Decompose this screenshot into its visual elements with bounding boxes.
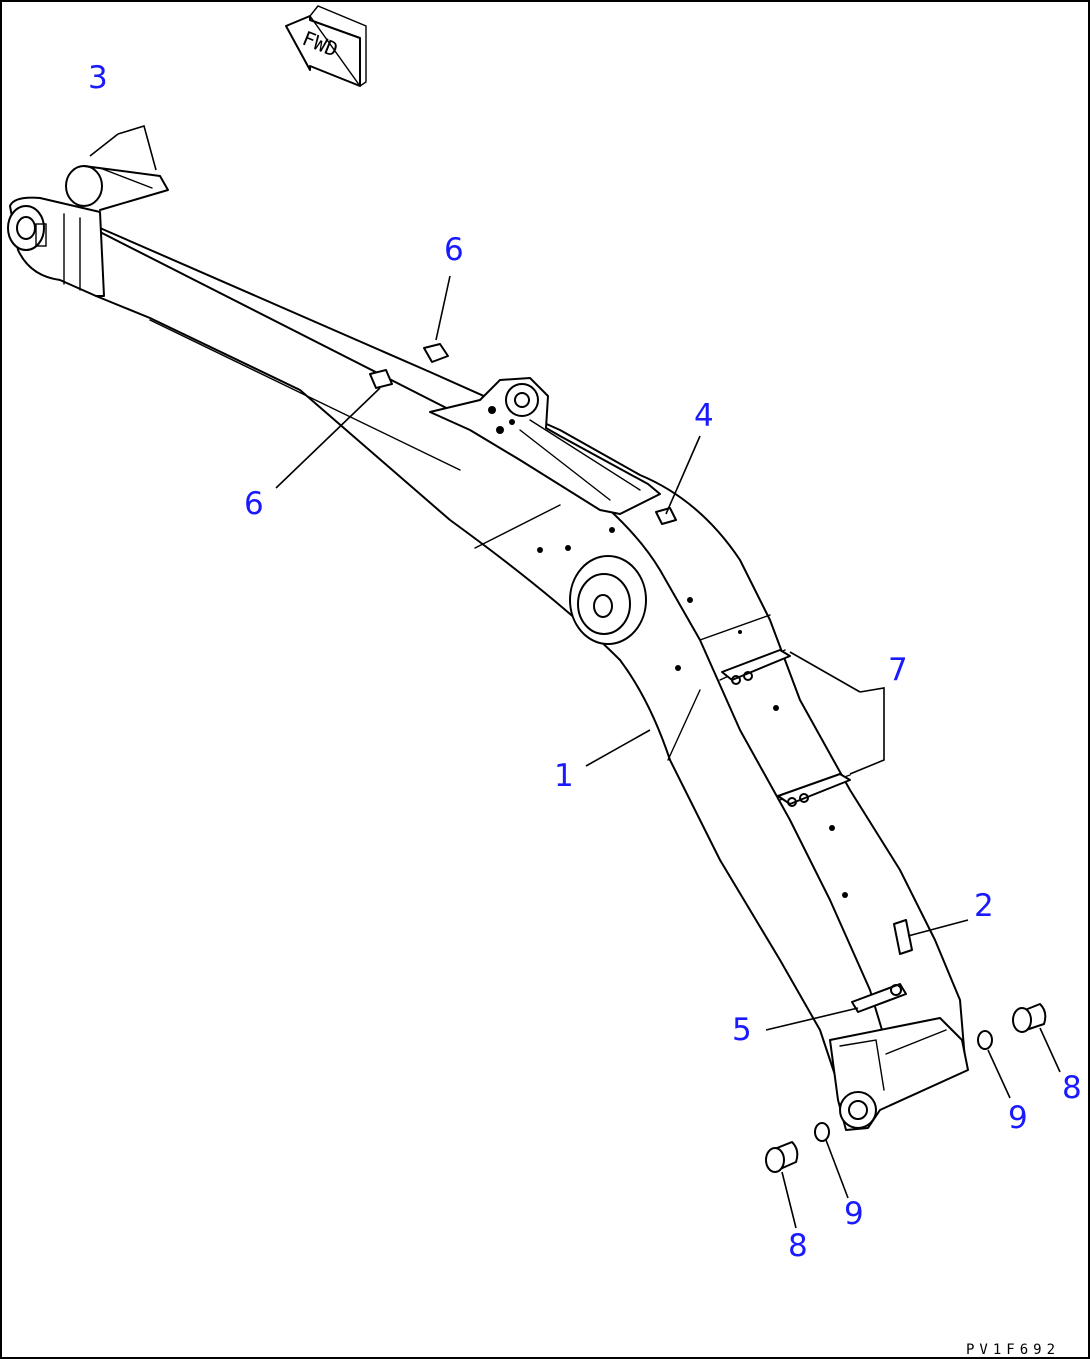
bushing-right [1012,1003,1047,1033]
callout-8-left: 8 [788,1228,808,1264]
callout-6-upper: 6 [444,232,464,268]
boom-arm [95,227,966,1091]
boom-tip-bracket [7,165,169,297]
callout-2: 2 [974,888,994,924]
drawing-number: PV1F692 [966,1342,1060,1358]
callout-8-right: 8 [1062,1070,1082,1106]
bushing-left [765,1141,799,1173]
ring-left [814,1122,830,1142]
fwd-arrow: FWD [285,5,367,87]
callout-labels: 3 6 6 4 7 1 2 5 8 9 9 8 [88,60,1082,1264]
hose-clamps [721,649,851,807]
callout-3: 3 [88,60,108,96]
callout-9-left: 9 [844,1196,864,1232]
callout-4: 4 [694,398,714,434]
callout-5: 5 [732,1012,752,1048]
callout-1: 1 [554,758,574,794]
ring-right [977,1030,993,1050]
nameplate [893,919,913,955]
callout-6-lower: 6 [244,486,264,522]
clamp-bracket-upper [369,343,449,389]
cylinder-bracket [429,377,677,525]
callout-9-right: 9 [1008,1100,1028,1136]
grease-fitting [851,983,907,1013]
boom-foot [829,1017,969,1131]
callout-7: 7 [888,652,908,688]
leader-lines [89,124,1061,1229]
